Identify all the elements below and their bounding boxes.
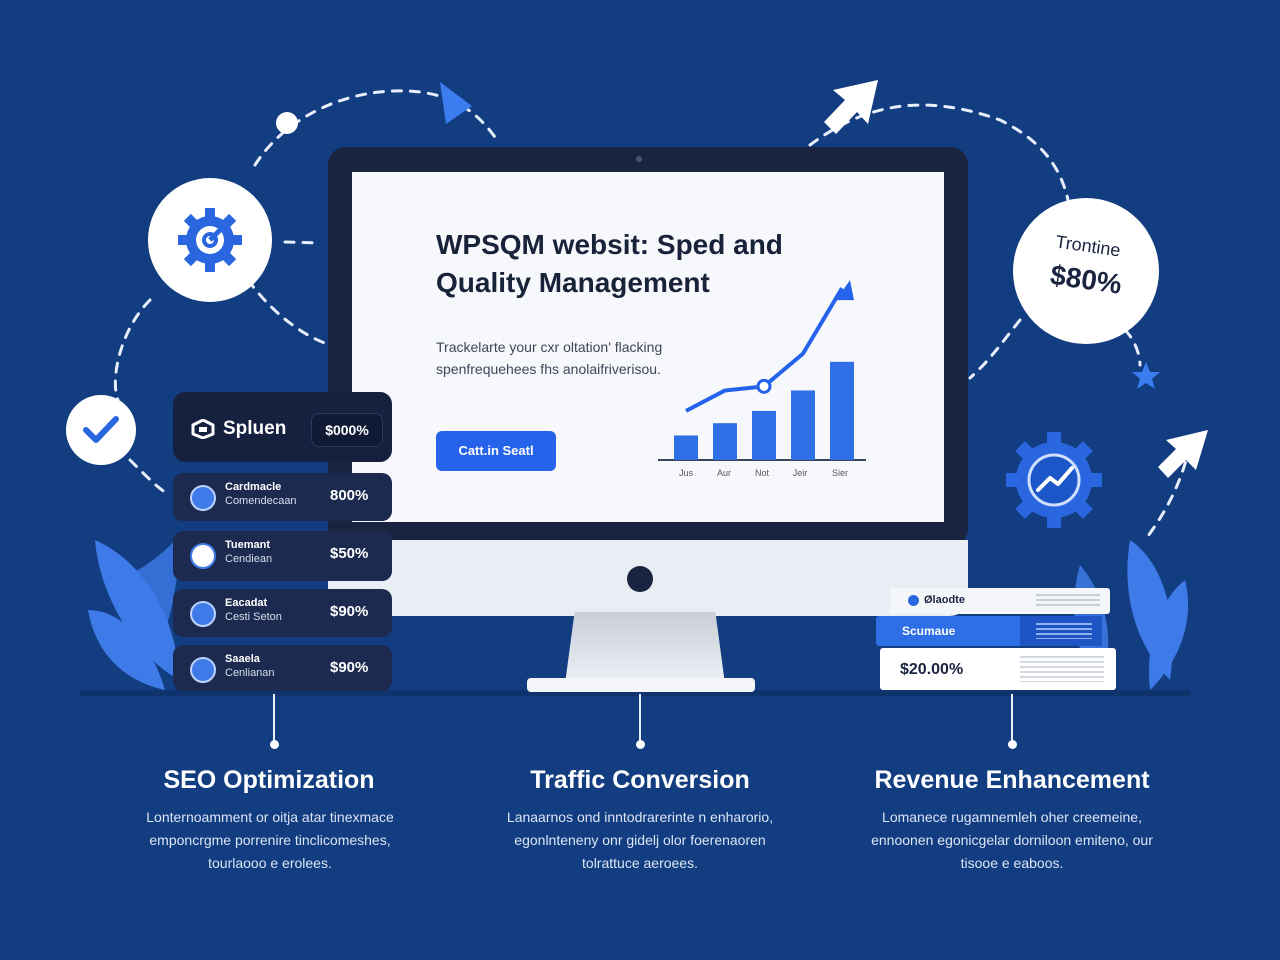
chart-arrow-head (836, 280, 854, 301)
gear-icon (178, 208, 242, 272)
connector-line (639, 694, 641, 742)
report-card-lines (1036, 594, 1100, 608)
chart-bar (674, 435, 698, 460)
arrow-up-right-icon (824, 80, 1208, 478)
lock-icon (190, 657, 216, 683)
stack-header-value: $000% (311, 413, 383, 447)
stack-row-value: $90% (330, 659, 369, 676)
stack-row[interactable]: Tuemant Cendiean $50% (173, 531, 392, 581)
metric-badge (1013, 198, 1159, 344)
chart-month-label: Jus (678, 468, 693, 478)
box-icon (191, 419, 215, 439)
chart-bar (791, 390, 815, 460)
chart-bar (752, 410, 776, 460)
connector-dot (270, 740, 279, 749)
shield-icon (190, 485, 216, 511)
monitor-base (527, 678, 755, 692)
camera-dot (636, 156, 642, 162)
stack-row-subtitle: Cesti Seton (225, 611, 282, 623)
screen-title: WPSQM websit: Sped and Quality Managemen… (436, 229, 783, 298)
connector-dot (1008, 740, 1017, 749)
play-arrow-icon (440, 82, 472, 124)
report-card-lines (1020, 656, 1104, 682)
report-card-label: Ølaodte (924, 594, 965, 606)
traffic-column-body: Lanaarnos ond inntodrarerinte n enharori… (506, 809, 774, 871)
screen-description: Trackelarte your cxr oltation' flacking … (436, 339, 663, 377)
stack-header[interactable]: Spluen $000% (173, 392, 392, 462)
chart-trend-point (756, 378, 772, 394)
stack-row-value: $90% (330, 603, 369, 620)
stack-row[interactable]: Cardmacle Comendecaan 800% (173, 473, 392, 521)
stack-row-title: Eacadat (225, 597, 268, 609)
leaf-left-decoration (88, 535, 180, 690)
report-card-lines (1036, 623, 1092, 639)
analytics-gear-icon (1006, 432, 1102, 528)
star-icon (1132, 362, 1160, 389)
growth-chart (658, 280, 866, 461)
report-card-value: $20.00% (900, 661, 964, 678)
play-circle-icon (908, 595, 919, 606)
stack-row[interactable]: Saaela Cenlianan $90% (173, 645, 392, 691)
cloud-icon (190, 601, 216, 627)
chart-bar (713, 423, 737, 460)
chart-month-label: Sier (831, 468, 848, 478)
seo-column-title: SEO Optimization (163, 766, 375, 794)
stack-header-title: Spluen (223, 418, 287, 439)
chart-bar (830, 361, 854, 460)
chart-month-label: Jeir (792, 468, 808, 478)
stack-row[interactable]: Eacadat Cesti Seton $90% (173, 589, 392, 637)
cta-button[interactable]: Catt.in Seatl (436, 431, 556, 471)
monitor-logo-icon (627, 566, 653, 592)
report-card-label: Scumaue (902, 624, 956, 638)
stack-row-title: Cardmacle (225, 481, 282, 493)
report-card[interactable]: $20.00% (880, 648, 1116, 690)
traffic-column-title: Traffic Conversion (530, 766, 750, 794)
stack-row-title: Saaela (225, 653, 260, 665)
stack-row-value: $50% (330, 545, 369, 562)
connector-dot (636, 740, 645, 749)
stack-row-subtitle: Comendecaan (225, 495, 297, 507)
seo-column-body: Lonternoamment or oitja atar tinexmace e… (146, 809, 394, 871)
connector-line (1011, 694, 1013, 742)
monitor-screen: WPSQM websit: Sped and Quality Managemen… (352, 172, 944, 522)
check-badge (66, 395, 136, 465)
stack-row-title: Tuemant (225, 539, 271, 551)
revenue-column-body: Lomanece rugamnemleh oher creemeine, enn… (871, 809, 1153, 871)
chart-month-label: Not (754, 468, 769, 478)
stack-row-subtitle: Cendiean (225, 553, 273, 565)
chart-month-label: Aur (716, 468, 731, 478)
target-icon (190, 543, 216, 569)
connector-line (273, 694, 275, 742)
report-card[interactable]: Ølaodte (890, 588, 1110, 614)
stack-row-value: 800% (330, 487, 369, 504)
monitor-stand (565, 612, 725, 684)
settings-badge (148, 178, 272, 302)
checkmark-icon (83, 416, 119, 443)
stack-row-subtitle: Cenlianan (225, 667, 275, 679)
report-card[interactable]: Scumaue (876, 616, 1102, 646)
revenue-column-title: Revenue Enhancement (874, 766, 1150, 794)
